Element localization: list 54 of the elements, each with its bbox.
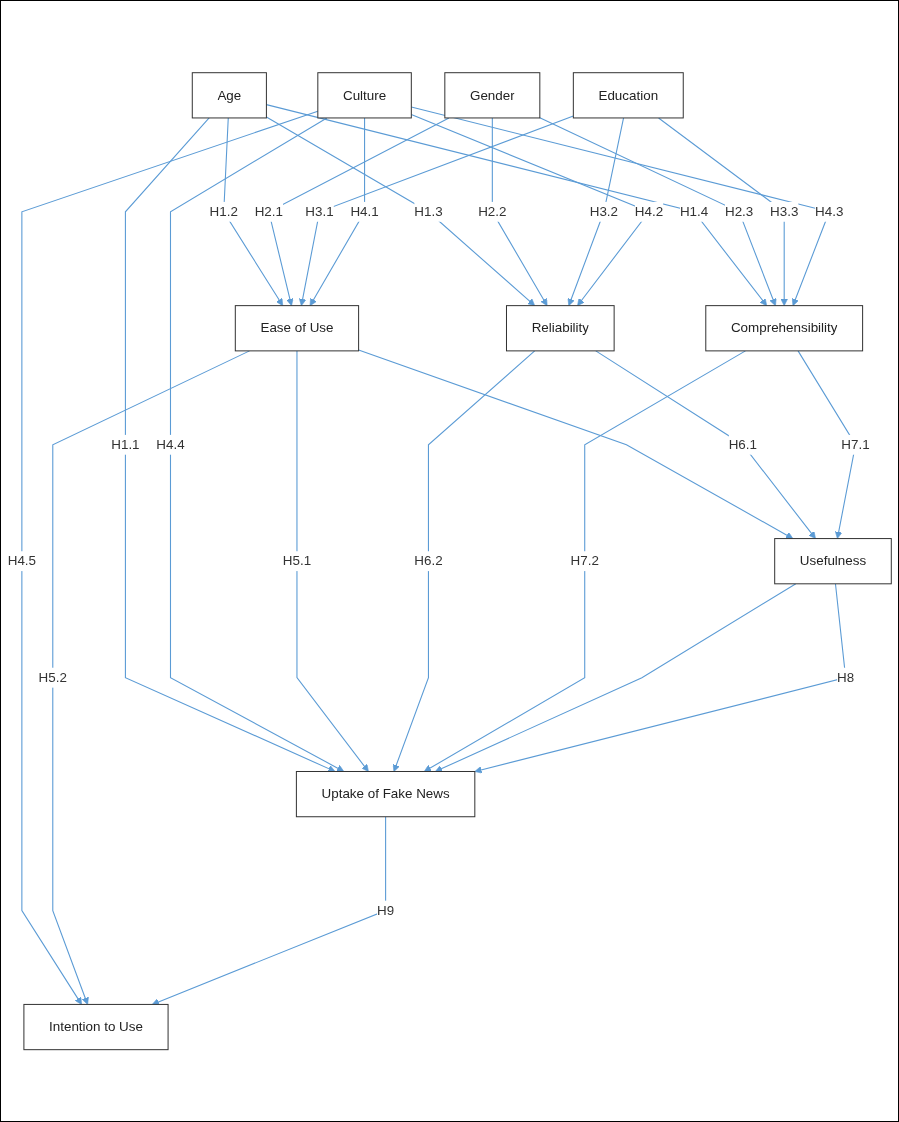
- arrow: [265, 103, 767, 306]
- node-box: Ease of Use: [234, 304, 360, 352]
- node-box: Education: [572, 72, 684, 119]
- edge-label: H7.1: [841, 436, 870, 452]
- edge-label: H2.1: [254, 204, 283, 219]
- arrow: [169, 117, 345, 772]
- edge-label: H3.1: [305, 204, 334, 219]
- edge-label: H1.4: [679, 204, 709, 219]
- arrow: [151, 816, 387, 1006]
- edge-label: H1.2: [209, 204, 238, 219]
- edge-label: H4.5: [7, 553, 37, 568]
- edge-label: H3.2: [589, 204, 619, 219]
- arrow: [567, 117, 625, 306]
- arrow: [268, 117, 450, 306]
- arrow: [435, 583, 797, 772]
- edge-label: H1.3: [414, 204, 443, 219]
- arrow: [223, 117, 284, 306]
- arrow: [265, 116, 536, 306]
- edge-label: H6.2: [414, 553, 443, 568]
- arrow: [658, 117, 788, 306]
- edge-label: H4.1: [350, 204, 379, 219]
- edge-label: H6.1: [728, 436, 757, 452]
- edge-label: H2.2: [478, 204, 507, 219]
- arrow: [358, 349, 794, 539]
- edge-label: H4.2: [634, 204, 664, 219]
- arrow: [296, 350, 369, 772]
- arrow: [124, 117, 336, 772]
- node-box: Culture: [317, 72, 412, 119]
- edge-label: H1.1: [111, 436, 140, 452]
- arrow: [595, 350, 816, 539]
- node-box: Age: [191, 72, 267, 119]
- arrow: [797, 350, 857, 539]
- node-box: Usefulness: [774, 537, 892, 585]
- edge-label: H9: [377, 902, 395, 918]
- edge-label: H8: [837, 669, 855, 685]
- arrow: [474, 583, 847, 774]
- node-box: Gender: [444, 72, 541, 119]
- arrow: [309, 117, 366, 306]
- arrow: [299, 115, 574, 306]
- node-box: Comprehensibility: [705, 304, 864, 352]
- edge-label: H5.2: [38, 669, 67, 685]
- arrow: [539, 117, 777, 306]
- node-box: Reliability: [506, 304, 615, 352]
- arrow: [392, 350, 536, 772]
- edge-label: H7.2: [570, 553, 599, 568]
- edge-label: H3.3: [770, 204, 799, 219]
- arrow: [491, 117, 548, 306]
- edge-label: H2.3: [724, 204, 754, 219]
- node-box: Uptake of Fake News: [295, 770, 476, 818]
- edge-label: H5.1: [282, 553, 312, 568]
- arrow: [423, 350, 746, 772]
- edge-label: H4.4: [156, 436, 185, 452]
- node-box: Intention to Use: [23, 1003, 169, 1050]
- edge-label: H4.3: [815, 204, 844, 219]
